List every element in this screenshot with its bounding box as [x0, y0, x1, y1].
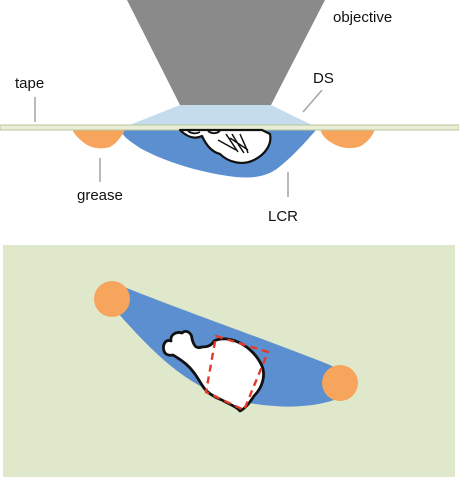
specimen-side-icon: [178, 128, 272, 164]
objective-lens-icon: [127, 0, 325, 105]
label-grease: grease: [77, 187, 123, 204]
label-lcr: LCR: [268, 208, 298, 225]
grease-right: [320, 128, 375, 149]
side-view: objective DS tape grease LCR: [0, 0, 459, 225]
leader-ds: [302, 89, 323, 113]
specimen-silhouette-icon: [162, 330, 265, 413]
grease-dot-right: [322, 365, 358, 401]
label-tape: tape: [15, 75, 44, 92]
grease-left: [72, 128, 126, 149]
top-view: [3, 245, 455, 477]
dashed-outline-box: [204, 334, 270, 412]
label-objective: objective: [333, 9, 392, 26]
coverslip-ds: [122, 105, 318, 128]
grease-dot-left: [94, 281, 130, 317]
label-ds: DS: [313, 70, 334, 87]
